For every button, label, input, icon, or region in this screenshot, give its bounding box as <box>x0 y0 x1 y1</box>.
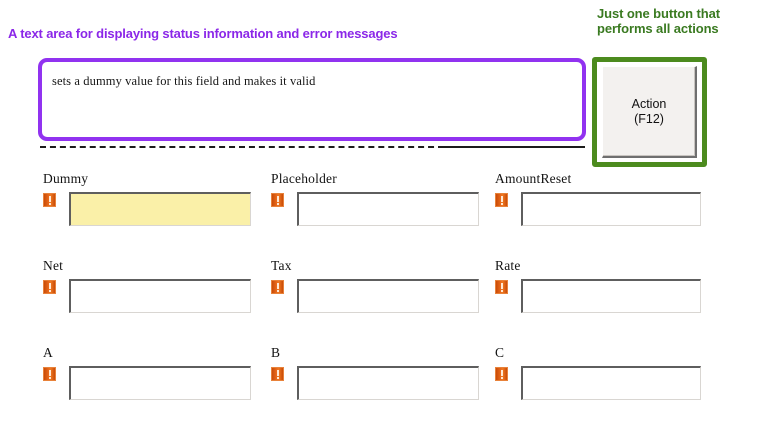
field-cell: Placeholder <box>271 172 479 226</box>
field-cell: A <box>43 346 251 400</box>
action-button[interactable]: Action (F12) <box>602 66 697 158</box>
field-line <box>495 366 701 400</box>
required-exclamation-icon <box>43 280 56 294</box>
required-exclamation-icon <box>495 367 508 381</box>
field-input[interactable] <box>521 192 701 226</box>
field-label: Tax <box>271 258 292 273</box>
field-line <box>271 366 479 400</box>
required-exclamation-icon <box>271 367 284 381</box>
field-line <box>495 279 701 313</box>
field-input[interactable] <box>69 366 251 400</box>
field-line <box>495 192 701 226</box>
field-label: Placeholder <box>271 171 337 186</box>
field-input[interactable] <box>297 279 479 313</box>
action-button-shortcut: (F12) <box>634 111 664 126</box>
field-input[interactable] <box>521 366 701 400</box>
separator-dashed-segment <box>40 146 444 148</box>
field-cell: Rate <box>495 259 701 313</box>
annotation-button-note: Just one button that performs all action… <box>597 6 720 36</box>
field-input[interactable] <box>521 279 701 313</box>
field-line <box>271 192 479 226</box>
field-label: C <box>495 345 505 360</box>
field-label: A <box>43 345 53 360</box>
separator-rule <box>40 146 585 148</box>
field-line <box>271 279 479 313</box>
status-text-area[interactable] <box>43 63 581 136</box>
field-cell: AmountReset <box>495 172 701 226</box>
field-row: Dummy Placeholder AmountReset <box>0 172 773 259</box>
field-input[interactable] <box>297 192 479 226</box>
field-cell: Tax <box>271 259 479 313</box>
field-input[interactable] <box>69 279 251 313</box>
field-input[interactable] <box>69 192 251 226</box>
action-button-label: Action <box>631 96 667 111</box>
field-label: AmountReset <box>495 171 572 186</box>
field-row: A B C <box>0 346 773 433</box>
field-cell: B <box>271 346 479 400</box>
required-exclamation-icon <box>271 193 284 207</box>
field-label: B <box>271 345 281 360</box>
field-row: Net Tax Rate <box>0 259 773 346</box>
field-cell: Net <box>43 259 251 313</box>
field-label: Rate <box>495 258 521 273</box>
field-label: Dummy <box>43 171 89 186</box>
required-exclamation-icon <box>271 280 284 294</box>
required-exclamation-icon <box>43 367 56 381</box>
field-line <box>43 192 251 226</box>
field-line <box>43 366 251 400</box>
field-cell: Dummy <box>43 172 251 226</box>
field-cell: C <box>495 346 701 400</box>
field-input[interactable] <box>297 366 479 400</box>
required-exclamation-icon <box>43 193 56 207</box>
separator-solid-segment <box>440 146 585 148</box>
annotation-textarea-note: A text area for displaying status inform… <box>8 26 398 41</box>
required-exclamation-icon <box>495 280 508 294</box>
field-line <box>43 279 251 313</box>
required-exclamation-icon <box>495 193 508 207</box>
field-label: Net <box>43 258 64 273</box>
